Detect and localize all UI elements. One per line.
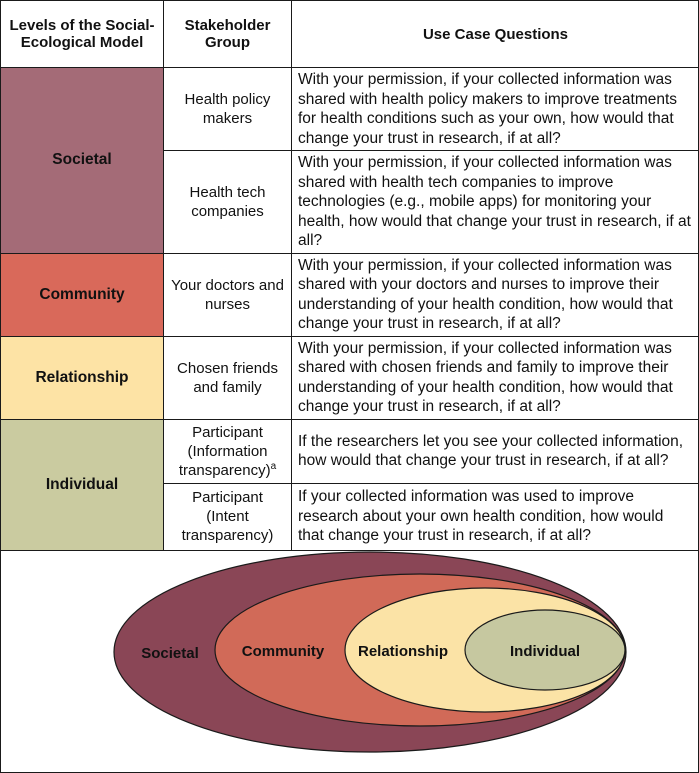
level-individual: Individual <box>0 418 164 551</box>
label-societal: Societal <box>141 645 199 662</box>
label-relationship: Relationship <box>358 643 448 660</box>
question-cell: With your permission, if your collected … <box>291 252 699 337</box>
header-stakeholder: Stakeholder Group <box>163 0 292 68</box>
question-cell: With your permission, if your collected … <box>291 67 699 151</box>
table-row: Individual Participant (Information tran… <box>0 418 699 551</box>
label-community: Community <box>242 643 325 660</box>
nested-ellipse-diagram: Societal Community Relationship Individu… <box>113 551 627 753</box>
table-row: Participant (Intent transparency) If you… <box>1 482 699 551</box>
footnote-marker: a <box>270 460 277 472</box>
level-societal: Societal <box>0 67 164 254</box>
level-community: Community <box>0 252 164 337</box>
table-row: Societal Health policy makers With your … <box>0 67 699 254</box>
header-levels: Levels of the Social-Ecological Model <box>0 0 164 68</box>
label-individual: Individual <box>510 643 580 660</box>
stakeholder-cell: Your doctors and nurses <box>163 252 292 337</box>
social-ecological-table: Levels of the Social-Ecological Model St… <box>0 0 699 551</box>
stakeholder-cell: Chosen friends and family <box>163 335 292 420</box>
table-row: Community Your doctors and nurses With y… <box>0 252 699 337</box>
table-header-row: Levels of the Social-Ecological Model St… <box>0 0 699 68</box>
table-row: Health tech companies With your permissi… <box>1 150 699 254</box>
header-questions: Use Case Questions <box>291 0 699 68</box>
individual-ellipse <box>464 609 626 691</box>
question-cell: If your collected information was used t… <box>291 482 699 551</box>
stakeholder-cell: Health tech companies <box>163 150 292 254</box>
question-cell: With your permission, if your collected … <box>291 335 699 420</box>
table-row: Relationship Chosen friends and family W… <box>0 335 699 420</box>
level-relationship: Relationship <box>0 335 164 420</box>
stakeholder-label: Participant (Information transparency) <box>178 423 271 479</box>
stakeholder-cell: Health policy makers <box>163 67 292 151</box>
stakeholder-cell: Participant (Information transparency)a <box>163 418 292 484</box>
stakeholder-cell: Participant (Intent transparency) <box>163 482 292 551</box>
question-cell: If the researchers let you see your coll… <box>291 418 699 484</box>
question-cell: With your permission, if your collected … <box>291 150 699 254</box>
